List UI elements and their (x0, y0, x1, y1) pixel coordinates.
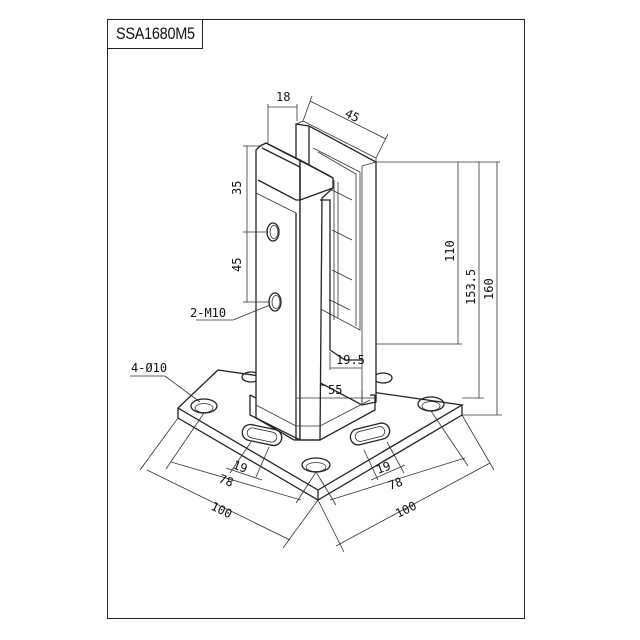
dim-slot-left: 19 (231, 458, 249, 476)
title-block: SSA1680M5 (107, 19, 203, 49)
base-holes (190, 371, 445, 473)
dim-post-height: 153.5 (464, 269, 478, 305)
base-hole-callout: 4-Ø10 (131, 361, 167, 375)
base-slots (241, 422, 391, 447)
dim-top-depth: 45 (343, 106, 362, 125)
drawing-title: SSA1680M5 (115, 24, 195, 43)
dim-hole-spacing-right: 78 (386, 475, 404, 493)
drawing-frame (107, 19, 525, 619)
dim-clamp-depth: 110 (443, 240, 457, 262)
dim-slot-offset: 19.5 (336, 353, 365, 367)
dim-total-height: 160 (482, 278, 496, 300)
dim-base-right: 100 (393, 499, 419, 521)
dim-top-width: 18 (276, 90, 290, 104)
dim-hole-from-top: 35 (230, 181, 244, 195)
dim-slot-right: 19 (374, 459, 392, 477)
dim-hole-spacing: 45 (230, 258, 244, 272)
dimensions: 18 45 35 45 2-M10 4-Ø10 110 153.5 160 (130, 90, 502, 553)
dim-hole-spacing-left: 78 (217, 472, 235, 490)
dim-base-left: 100 (209, 499, 235, 521)
dim-post-width: 55 (328, 383, 342, 397)
thread-callout: 2-M10 (190, 306, 226, 320)
post-body (249, 120, 377, 441)
